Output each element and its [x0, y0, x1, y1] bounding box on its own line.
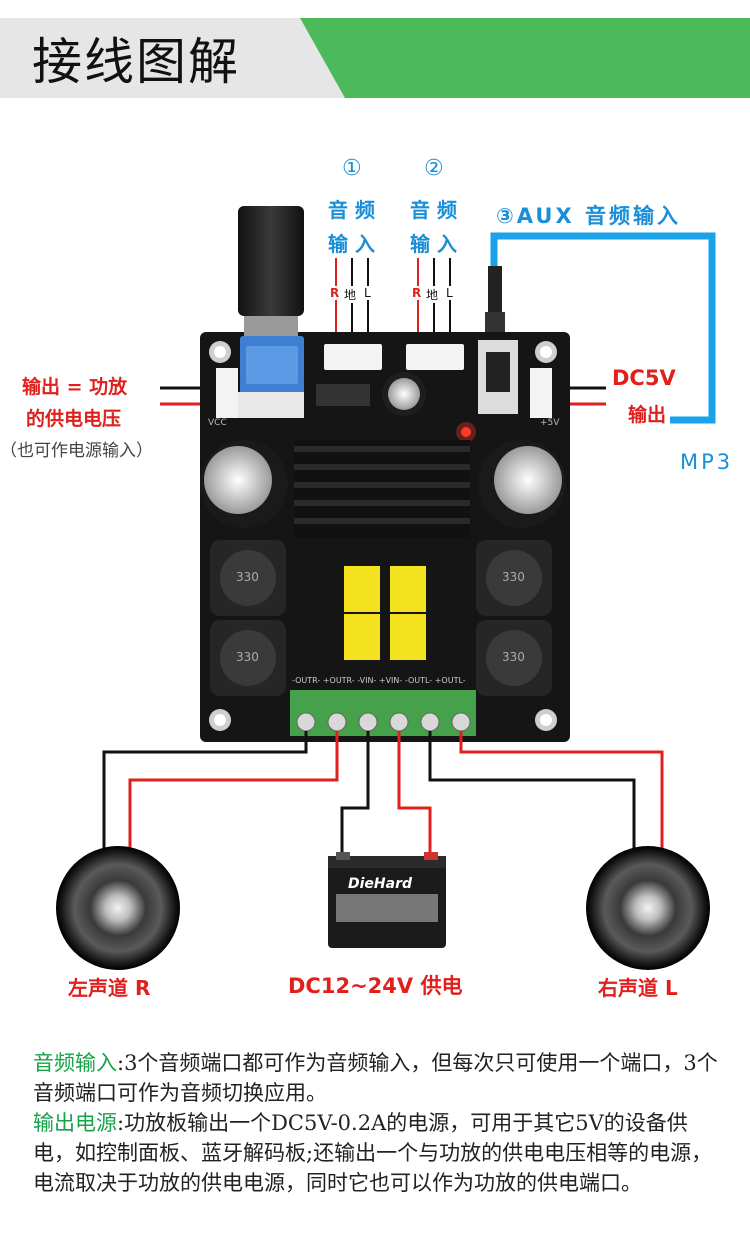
- right-speaker-label: 右声道 L: [598, 976, 678, 1000]
- left-output-line2: 的供电电压: [26, 408, 122, 430]
- plus5v-label: +5V: [540, 418, 560, 428]
- input2-pin-l: L: [446, 286, 453, 300]
- input1-line1: 音 频: [328, 198, 375, 222]
- mp3-label: MP3: [680, 450, 734, 474]
- left-output-note: （也可作电源输入）: [0, 441, 153, 461]
- left-output-line1: 输出 = 功放: [22, 376, 128, 398]
- input1-pin-gnd: 地: [344, 286, 357, 303]
- audio-input-heading: 音频输入: [33, 1051, 117, 1075]
- film-caps: [344, 566, 426, 660]
- input1-pin-r: R: [330, 286, 340, 300]
- battery: [328, 852, 446, 948]
- description-output-power: 输出电源:功放板输出一个DC5V-0.2A的电源，可用于其它5V的设备供电，如控…: [33, 1108, 723, 1198]
- battery-brand: DieHard: [348, 876, 413, 892]
- aux-input-label: ③AUX 音频输入: [496, 204, 681, 228]
- speaker-left-wires: [102, 731, 339, 850]
- input2-line1: 音 频: [410, 198, 457, 222]
- amplifier-board: [200, 206, 570, 742]
- battery-wires: [340, 731, 432, 858]
- speaker-right-wires: [428, 731, 664, 850]
- description-audio-input: 音频输入:3个音频端口都可作为音频输入，但每次只可使用一个端口，3个音频端口可作…: [33, 1048, 723, 1108]
- left-speaker-label: 左声道 R: [68, 976, 151, 1000]
- output-power-text: :功放板输出一个DC5V-0.2A的电源，可用于其它5V的设备供电，如控制面板、…: [33, 1111, 713, 1195]
- description: 音频输入:3个音频端口都可作为音频输入，但每次只可使用一个端口，3个音频端口可作…: [33, 1048, 723, 1198]
- inductor-label-1: 330: [236, 570, 259, 584]
- inductors: [210, 540, 552, 696]
- input2-line2: 输 入: [410, 232, 457, 256]
- speaker-right: [586, 846, 710, 970]
- input2-pin-gnd: 地: [426, 286, 439, 303]
- right-output-line2: 输出: [628, 404, 667, 426]
- input2-pin-r: R: [412, 286, 422, 300]
- inductor-label-2: 330: [236, 650, 259, 664]
- audio-input-text: :3个音频端口都可作为音频输入，但每次只可使用一个端口，3个音频端口可作为音频切…: [33, 1051, 718, 1105]
- right-output-line1: DC5V: [612, 366, 676, 390]
- input1-pin-l: L: [364, 286, 371, 300]
- terminal-labels: -OUTR- +OUTR- -VIN- +VIN- -OUTL- +OUTL-: [292, 676, 466, 685]
- input2-number: ②: [424, 156, 444, 181]
- header-banner: [0, 18, 750, 98]
- wiring-diagram: [56, 206, 716, 970]
- inductor-label-4: 330: [502, 650, 525, 664]
- power-label: DC12~24V 供电: [288, 974, 463, 998]
- output-power-heading: 输出电源: [33, 1111, 117, 1135]
- page-title: 接线图解: [32, 33, 240, 91]
- input1-number: ①: [342, 156, 362, 181]
- input1-line2: 输 入: [328, 232, 375, 256]
- vcc-label: VCC: [208, 418, 227, 428]
- inductor-label-3: 330: [502, 570, 525, 584]
- speaker-left: [56, 846, 180, 970]
